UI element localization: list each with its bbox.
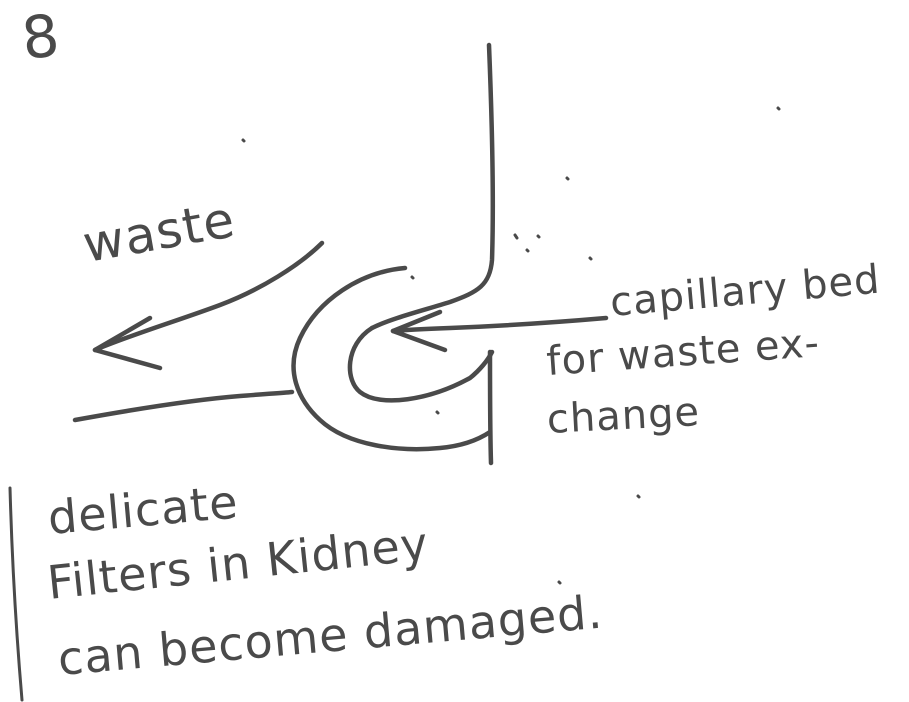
speck [567, 178, 568, 179]
speck [437, 412, 438, 413]
speck [515, 235, 517, 238]
vertical-tube-upper-line [372, 45, 493, 328]
vertical-tube-lower-line [490, 352, 491, 463]
outflow-lower-line [75, 392, 292, 420]
speck [538, 236, 539, 237]
speck [590, 258, 591, 259]
speck [527, 250, 528, 251]
left-margin-line [10, 488, 22, 700]
speck [243, 140, 244, 141]
speck [412, 277, 413, 278]
outer-capillary-curve [294, 268, 490, 449]
speck [638, 496, 639, 497]
speck [559, 582, 560, 583]
speck [778, 108, 779, 109]
capillary-caption-line-3: change [546, 392, 701, 440]
outflow-arrowhead [95, 318, 160, 368]
page-number: 8 [19, 6, 63, 68]
